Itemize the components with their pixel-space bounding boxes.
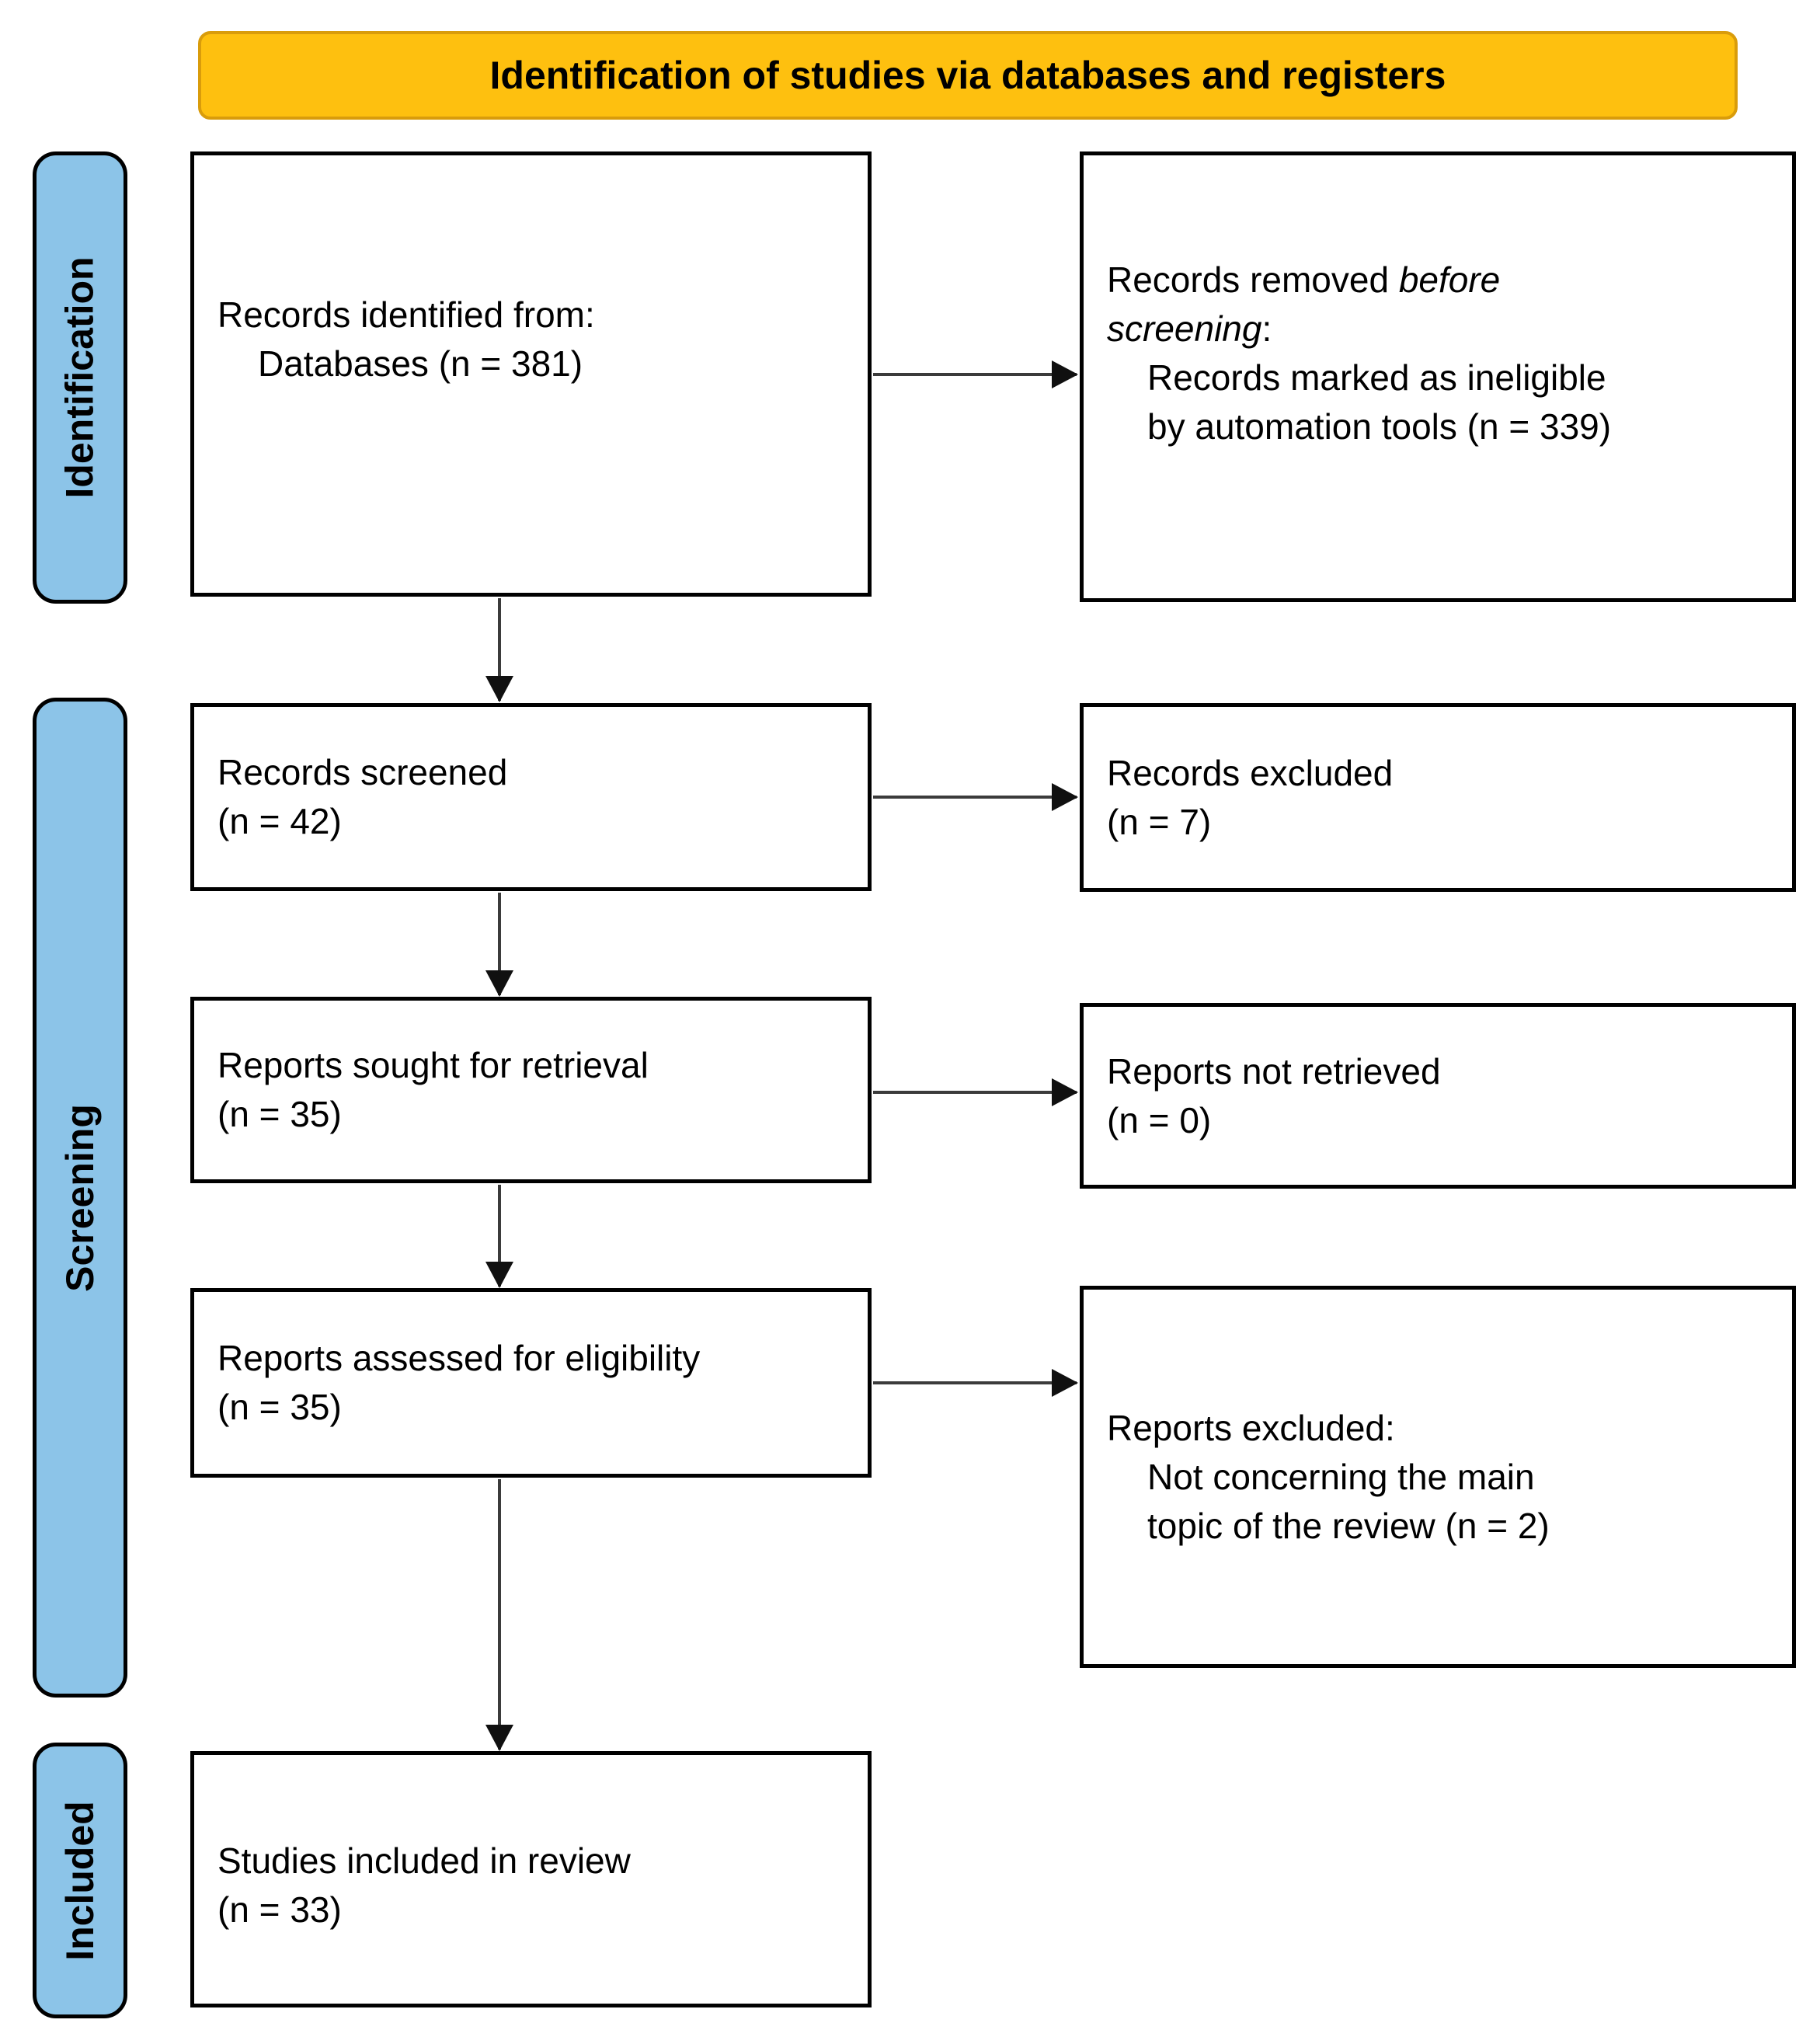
records-removed-line1-italic: before xyxy=(1398,259,1501,300)
records-identified-box: Records identified from: Databases (n = … xyxy=(190,151,872,597)
reports-not-retrieved-box: Reports not retrieved (n = 0) xyxy=(1080,1003,1796,1189)
records-screened-line1: Records screened xyxy=(217,752,508,792)
records-screened-box: Records screened (n = 42) xyxy=(190,703,872,891)
records-identified-line2: Databases (n = 381) xyxy=(258,343,583,384)
banner: Identification of studies via databases … xyxy=(198,31,1738,120)
reports-excluded-line2: Not concerning the main xyxy=(1147,1456,1535,1497)
records-removed-line2: screening: xyxy=(1107,305,1769,353)
studies-included-line2: (n = 33) xyxy=(217,1889,342,1930)
records-screened-line2: (n = 42) xyxy=(217,801,342,841)
records-removed-line4: by automation tools (n = 339) xyxy=(1147,406,1612,447)
stage-label-screening: Screening xyxy=(33,698,127,1698)
reports-excluded-line1: Reports excluded: xyxy=(1107,1407,1395,1448)
records-removed-line3: Records marked as ineligible xyxy=(1147,357,1606,398)
records-removed-box: Records removed before screening: Record… xyxy=(1080,151,1796,602)
down-arrow-identified-to-screened xyxy=(498,598,501,701)
records-excluded-line1: Records excluded xyxy=(1107,752,1394,793)
reports-sought-line2: (n = 35) xyxy=(217,1094,342,1134)
records-removed-line1-regular: Records removed xyxy=(1107,259,1399,300)
stage-label-included: Included xyxy=(33,1743,127,2018)
reports-assessed-line2: (n = 35) xyxy=(217,1387,342,1427)
down-arrow-sought-to-assessed xyxy=(498,1185,501,1287)
reports-not-retrieved-line1: Reports not retrieved xyxy=(1107,1050,1441,1092)
reports-assessed-line1: Reports assessed for eligibility xyxy=(217,1338,701,1378)
reports-sought-line1: Reports sought for retrieval xyxy=(217,1045,649,1085)
right-arrow-sought-to-not-retrieved xyxy=(873,1091,1077,1094)
records-identified-line1: Records identified from: xyxy=(217,294,595,335)
records-removed-line2-italic: screening xyxy=(1107,308,1262,349)
right-arrow-assessed-to-reports-excluded xyxy=(873,1381,1077,1384)
right-arrow-screened-to-excluded xyxy=(873,796,1077,799)
reports-assessed-box: Reports assessed for eligibility (n = 35… xyxy=(190,1288,872,1478)
stage-label-identification-text: Identification xyxy=(58,256,103,499)
right-arrow-identified-to-removed xyxy=(873,373,1077,376)
reports-excluded-line3: topic of the review (n = 2) xyxy=(1147,1505,1550,1546)
down-arrow-screened-to-sought xyxy=(498,893,501,995)
studies-included-line1: Studies included in review xyxy=(217,1840,631,1881)
records-excluded-line2: (n = 7) xyxy=(1107,801,1212,842)
stage-label-included-text: Included xyxy=(58,1800,103,1961)
banner-title: Identification of studies via databases … xyxy=(489,54,1446,97)
stage-label-screening-text: Screening xyxy=(58,1103,102,1292)
reports-not-retrieved-line2: (n = 0) xyxy=(1107,1099,1212,1140)
reports-excluded-box: Reports excluded: Not concerning the mai… xyxy=(1080,1286,1796,1668)
down-arrow-assessed-to-included xyxy=(498,1479,501,1750)
records-removed-line2-regular: : xyxy=(1261,308,1272,349)
studies-included-box: Studies included in review (n = 33) xyxy=(190,1751,872,2007)
records-excluded-box: Records excluded (n = 7) xyxy=(1080,703,1796,892)
stage-label-identification: Identification xyxy=(33,151,127,604)
records-removed-line1: Records removed before xyxy=(1107,256,1769,305)
reports-sought-box: Reports sought for retrieval (n = 35) xyxy=(190,997,872,1183)
